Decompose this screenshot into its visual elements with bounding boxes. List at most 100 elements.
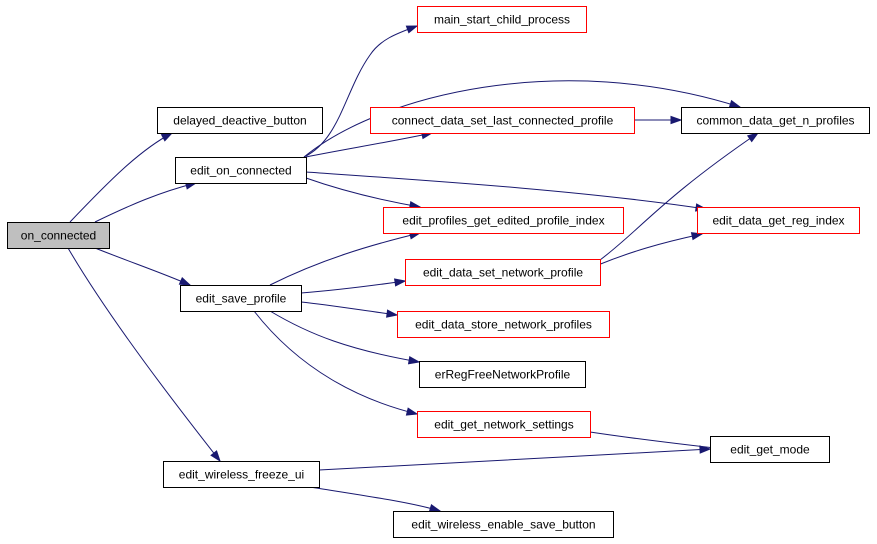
edge-arrowhead bbox=[670, 115, 683, 125]
node-label: edit_wireless_enable_save_button bbox=[411, 518, 595, 532]
edge-edit_data_set_network_profile-to-common_data_get_n_profiles bbox=[599, 132, 760, 261]
edge-connect_data_set_last_connected_profile-to-common_data_get_n_profiles bbox=[634, 115, 683, 125]
node-edit_data_set_network_profile[interactable]: edit_data_set_network_profile bbox=[405, 259, 601, 286]
node-box[interactable] bbox=[697, 207, 860, 234]
node-edit_save_profile: edit_save_profile bbox=[180, 285, 302, 312]
edge-arrowhead bbox=[746, 132, 760, 143]
edge-on_connected-to-edit_save_profile bbox=[94, 247, 192, 286]
node-connect_data_set_last_connected_profile[interactable]: connect_data_set_last_connected_profile bbox=[370, 107, 635, 134]
node-edit_wireless_enable_save_button: edit_wireless_enable_save_button bbox=[393, 511, 614, 538]
edge-arrowhead bbox=[728, 99, 742, 108]
node-delayed_deactive_button: delayed_deactive_button bbox=[157, 107, 323, 134]
edge-line bbox=[269, 310, 420, 363]
node-edit_data_store_network_profiles[interactable]: edit_data_store_network_profiles bbox=[397, 311, 610, 338]
node-edit_on_connected: edit_on_connected bbox=[175, 157, 307, 184]
node-box bbox=[157, 107, 323, 134]
node-label: connect_data_set_last_connected_profile bbox=[392, 114, 614, 128]
node-box bbox=[163, 461, 320, 488]
edge-line bbox=[305, 171, 707, 210]
node-label: main_start_child_process bbox=[434, 13, 570, 27]
edge-line bbox=[589, 431, 724, 450]
edge-line bbox=[300, 280, 406, 294]
edges-layer bbox=[67, 25, 760, 513]
edge-edit_on_connected-to-common_data_get_n_profiles bbox=[303, 80, 742, 158]
node-edit_profiles_get_edited_profile_index[interactable]: edit_profiles_get_edited_profile_index bbox=[383, 207, 624, 234]
edge-edit_save_profile-to-erRegFreeNetworkProfile bbox=[269, 310, 421, 365]
node-label: edit_get_network_settings bbox=[434, 418, 573, 432]
node-erRegFreeNetworkProfile: erRegFreeNetworkProfile bbox=[419, 361, 586, 388]
node-label: edit_wireless_freeze_ui bbox=[179, 468, 304, 482]
edge-arrowhead bbox=[428, 503, 442, 513]
node-label: edit_on_connected bbox=[190, 164, 291, 178]
node-main_start_child_process[interactable]: main_start_child_process bbox=[417, 6, 587, 33]
node-label: edit_data_set_network_profile bbox=[423, 266, 583, 280]
node-edit_data_get_reg_index[interactable]: edit_data_get_reg_index bbox=[697, 207, 860, 234]
node-box[interactable] bbox=[383, 207, 624, 234]
node-label: edit_save_profile bbox=[196, 292, 287, 306]
node-common_data_get_n_profiles: common_data_get_n_profiles bbox=[681, 107, 870, 134]
edge-line bbox=[300, 301, 398, 316]
node-box bbox=[175, 157, 307, 184]
edge-line bbox=[597, 233, 703, 266]
node-box bbox=[419, 361, 586, 388]
edge-edit_save_profile-to-edit_profiles_get_edited_profile_index bbox=[269, 231, 422, 286]
node-edit_wireless_freeze_ui: edit_wireless_freeze_ui bbox=[163, 461, 320, 488]
edge-line bbox=[318, 448, 711, 471]
edge-on_connected-to-delayed_deactive_button bbox=[69, 132, 174, 223]
edge-edit_wireless_freeze_ui-to-edit_wireless_enable_save_button bbox=[309, 486, 442, 513]
node-box bbox=[393, 511, 614, 538]
node-box bbox=[180, 285, 302, 312]
node-box bbox=[7, 222, 110, 249]
node-box bbox=[710, 436, 830, 463]
edge-arrowhead bbox=[699, 445, 712, 454]
edge-edit_data_set_network_profile-to-edit_data_get_reg_index bbox=[597, 232, 704, 266]
edge-line bbox=[253, 310, 418, 415]
node-box[interactable] bbox=[417, 411, 591, 438]
edge-line bbox=[303, 25, 418, 158]
node-box[interactable] bbox=[417, 6, 587, 33]
edge-edit_save_profile-to-edit_data_set_network_profile bbox=[300, 278, 407, 294]
edge-edit_on_connected-to-connect_data_set_last_connected_profile bbox=[305, 131, 434, 158]
edge-line bbox=[94, 182, 197, 223]
edge-arrowhead bbox=[394, 278, 407, 287]
node-label: edit_get_mode bbox=[730, 443, 810, 457]
node-box[interactable] bbox=[370, 107, 635, 134]
edge-arrowhead bbox=[178, 276, 192, 286]
edge-arrowhead bbox=[386, 309, 399, 318]
edge-edit_wireless_freeze_ui-to-edit_get_mode bbox=[318, 445, 712, 471]
edge-arrowhead bbox=[407, 356, 421, 365]
node-label: delayed_deactive_button bbox=[173, 114, 306, 128]
node-box[interactable] bbox=[405, 259, 601, 286]
node-label: edit_profiles_get_edited_profile_index bbox=[402, 214, 604, 228]
edge-line bbox=[309, 486, 441, 512]
edge-arrowhead bbox=[405, 407, 419, 416]
node-edit_get_network_settings[interactable]: edit_get_network_settings bbox=[417, 411, 591, 438]
node-box[interactable] bbox=[397, 311, 610, 338]
edge-line bbox=[305, 177, 421, 208]
edge-edit_on_connected-to-edit_data_get_reg_index bbox=[305, 171, 708, 212]
edge-line bbox=[599, 132, 759, 261]
edge-arrowhead bbox=[690, 232, 704, 241]
edge-arrowhead bbox=[210, 450, 221, 463]
node-label: edit_data_get_reg_index bbox=[712, 214, 844, 228]
edge-line bbox=[67, 247, 221, 462]
edge-line bbox=[269, 232, 421, 286]
edge-line bbox=[69, 132, 173, 223]
node-label: common_data_get_n_profiles bbox=[696, 114, 854, 128]
node-edit_get_mode: edit_get_mode bbox=[710, 436, 830, 463]
edge-edit_save_profile-to-edit_data_store_network_profiles bbox=[300, 301, 399, 318]
edge-arrowhead bbox=[160, 132, 174, 142]
edge-on_connected-to-edit_on_connected bbox=[94, 181, 198, 223]
edge-line bbox=[303, 80, 741, 158]
node-label: edit_data_store_network_profiles bbox=[415, 318, 592, 332]
nodes-layer: on_connected delayed_deactive_button edit_… bbox=[7, 6, 870, 538]
node-label: erRegFreeNetworkProfile bbox=[435, 368, 571, 382]
node-box bbox=[681, 107, 870, 134]
node-on_connected: on_connected bbox=[7, 222, 110, 249]
edge-edit_on_connected-to-main_start_child_process bbox=[303, 25, 419, 158]
edge-arrowhead bbox=[405, 25, 419, 34]
edge-line bbox=[94, 247, 191, 286]
edge-edit_save_profile-to-edit_get_network_settings bbox=[253, 310, 419, 416]
edge-edit_on_connected-to-edit_profiles_get_edited_profile_index bbox=[305, 177, 422, 210]
